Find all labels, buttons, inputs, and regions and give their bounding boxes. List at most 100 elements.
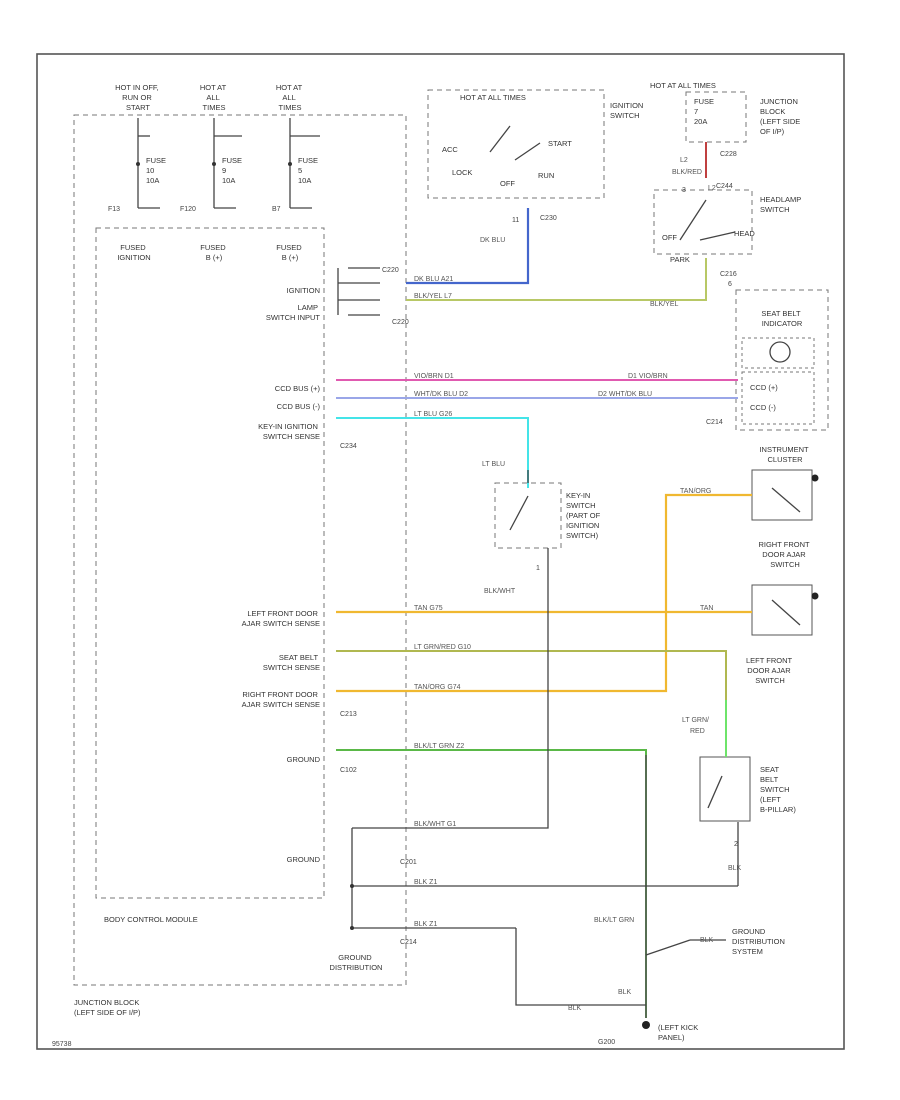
input-ccd-plus: CCD BUS (+) <box>275 384 321 393</box>
wl-lt-blu: LT BLU G26 <box>414 411 452 418</box>
fused-b-plus-1: FUSED B (+) <box>200 243 228 262</box>
pin-2: 2 <box>734 841 738 848</box>
wl-blk-gd: BLK <box>700 937 714 944</box>
wl-tan-org-vert: TAN/ORG <box>680 488 711 495</box>
wire-lt-blu <box>336 417 529 488</box>
ground-distribution-label: GROUND DISTRIBUTION <box>330 953 383 972</box>
instrument-cluster-label: INSTRUMENT CLUSTER <box>759 445 810 464</box>
ign-pos-off: OFF <box>500 179 515 188</box>
pin-1: 1 <box>536 565 540 572</box>
junction-block-label: JUNCTION BLOCK (LEFT SIDE OF I/P) <box>74 998 142 1017</box>
fused-ignition: FUSED IGNITION <box>117 243 150 262</box>
ignition-switch-outline <box>427 89 605 199</box>
wire-blk-yel <box>406 258 707 301</box>
wl-blk-z1-a: BLK Z1 <box>414 879 437 886</box>
pin-3: 3 <box>682 187 686 194</box>
wl-tan-org: TAN/ORG G74 <box>414 684 461 691</box>
left-kick-panel-label: (LEFT KICK PANEL) <box>658 1023 700 1042</box>
wl-lt-blu-label: LT BLU <box>482 461 505 468</box>
key-in-switch-outline <box>494 482 562 549</box>
ccd-plus-label: CCD (+) <box>750 383 778 392</box>
fused-b-plus-2: FUSED B (+) <box>276 243 304 262</box>
bcm-label: BODY CONTROL MODULE <box>104 915 198 924</box>
ign-pos-run: RUN <box>538 171 554 180</box>
ground-distribution-system-label: GROUND DISTRIBUTION SYSTEM <box>732 927 787 956</box>
fuse-10: FUSE 10 10A <box>146 156 168 185</box>
seat-belt-switch-box <box>699 756 751 822</box>
hot-label-run-off: HOT IN OFF, RUN OR START <box>115 83 161 112</box>
conn-g200: G200 <box>598 1039 615 1046</box>
input-lf-door: LEFT FRONT DOOR AJAR SWITCH SENSE <box>242 609 320 628</box>
wire-lt-grn-red <box>336 650 727 757</box>
hot-label-right: HOT AT ALL TIMES <box>650 81 716 90</box>
fuse-5: FUSE 5 10A <box>298 156 320 185</box>
ign-pos-start: START <box>548 139 572 148</box>
ign-pos-acc: ACC <box>442 145 458 154</box>
wl-blk-lt-grn: BLK/LT GRN Z2 <box>414 743 464 750</box>
junction-dots <box>136 162 354 930</box>
conn-c213: C213 <box>340 711 357 718</box>
rf-door-terminal <box>811 592 819 600</box>
connector-f13: F13 <box>108 206 120 213</box>
key-switch-label: KEY-IN SWITCH (PART OF IGNITION SWITCH) <box>566 491 602 540</box>
page-code: 95738 <box>52 1041 72 1048</box>
input-ccd-minus: CCD BUS (-) <box>277 402 321 411</box>
wl-lt-grn-red: LT GRN/RED G10 <box>414 644 471 651</box>
input-lamp: LAMP SWITCH INPUT <box>266 303 321 322</box>
hot-label-all-times-2: HOT AT ALL TIMES <box>276 83 304 112</box>
wl-vio-brn: VIO/BRN D1 <box>414 373 454 380</box>
wl-tan-right: TAN <box>700 605 713 612</box>
conn-c220-lamp: C220 <box>392 319 409 326</box>
switch-contacts <box>489 125 801 809</box>
wire-l2-blk-red: L2 BLK/RED <box>672 157 702 176</box>
junction-block-right-outline <box>685 91 747 143</box>
conn-c230: C230 <box>540 215 557 222</box>
rf-door-switch-box <box>751 584 813 636</box>
wl-blk-bottom1: BLK <box>618 989 632 996</box>
left-kick-ground-point <box>642 1021 650 1029</box>
input-seat-belt: SEAT BELT SWITCH SENSE <box>263 653 320 672</box>
hs-pos-park: PARK <box>670 255 690 264</box>
headlamp-switch-outline <box>653 189 753 255</box>
conn-c214b: C214 <box>400 939 417 946</box>
wire-dk-blu <box>406 208 530 285</box>
seat-belt-switch-label: SEAT BELT SWITCH (LEFT B-PILLAR) <box>760 765 796 814</box>
connector-b7: B7 <box>272 206 281 213</box>
wl-tan: TAN G75 <box>414 605 443 612</box>
wl-blk-wht: BLK/WHT G1 <box>414 821 456 828</box>
headlamp-switch-title: HEADLAMP SWITCH <box>760 195 803 214</box>
hs-pos-off: OFF <box>662 233 677 242</box>
wl-dk-blu-2: DK BLU <box>480 237 505 244</box>
wl-blk-sb: BLK <box>728 865 742 872</box>
black-wires <box>137 118 739 1006</box>
wl-blk-z1-b: BLK Z1 <box>414 921 437 928</box>
fuse-9: FUSE 9 10A <box>222 156 244 185</box>
hs-pos-head: HEAD <box>734 229 755 238</box>
seat-belt-indicator-outline <box>735 289 829 431</box>
ccd-minus-label: CCD (-) <box>750 403 776 412</box>
wl-lt-grn-red-vert: LT GRN/ RED <box>682 717 711 735</box>
wire-l2-hs: L2 <box>708 185 716 192</box>
conn-c214: C214 <box>706 419 723 426</box>
wl-blk-yel-right: BLK/YEL <box>650 301 679 308</box>
junction-block-right-label: JUNCTION BLOCK (LEFT SIDE OF I/P) <box>760 97 802 136</box>
diagram-frame <box>36 53 845 1050</box>
instrument-cluster-box <box>751 469 813 521</box>
conn-c201: C201 <box>400 859 417 866</box>
wire-blk-lt-grn <box>336 749 647 1018</box>
conn-c234: C234 <box>340 443 357 450</box>
junction-block-outline <box>73 114 407 986</box>
input-ignition: IGNITION <box>287 286 320 295</box>
hot-label-all-times-1: HOT AT ALL TIMES <box>200 83 228 112</box>
wl-vio-brn-right: D1 VIO/BRN <box>628 373 668 380</box>
wl-blk-bottom2: BLK <box>568 1005 582 1012</box>
conn-c102: C102 <box>340 767 357 774</box>
bcm-outline <box>95 227 325 899</box>
seat-belt-lamp-box <box>741 337 815 369</box>
pin-11: 11 <box>512 217 519 224</box>
wl-wht-dk-blu-right: D2 WHT/DK BLU <box>598 391 652 398</box>
ccd-box <box>741 371 815 425</box>
input-ground-1: GROUND <box>287 755 321 764</box>
conn-c220-ign: C220 <box>382 267 399 274</box>
